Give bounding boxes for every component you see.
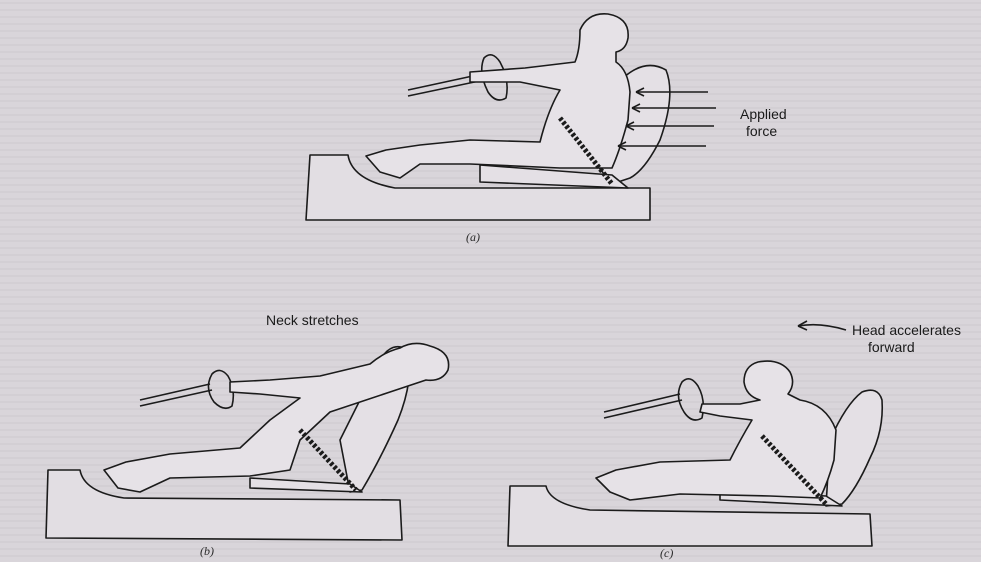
head-accelerates-label: Head accelerates forward	[852, 322, 961, 356]
head-accelerates-line1: Head accelerates	[852, 322, 961, 339]
caption-a: (a)	[466, 230, 480, 245]
caption-c: (c)	[660, 546, 673, 561]
head-accelerates-line2: forward	[852, 339, 961, 356]
caption-b: (b)	[200, 544, 214, 559]
applied-force-line2: force	[740, 123, 787, 140]
neck-stretches-label: Neck stretches	[266, 312, 359, 329]
applied-force-line1: Applied	[740, 106, 787, 123]
applied-force-label: Applied force	[740, 106, 787, 140]
